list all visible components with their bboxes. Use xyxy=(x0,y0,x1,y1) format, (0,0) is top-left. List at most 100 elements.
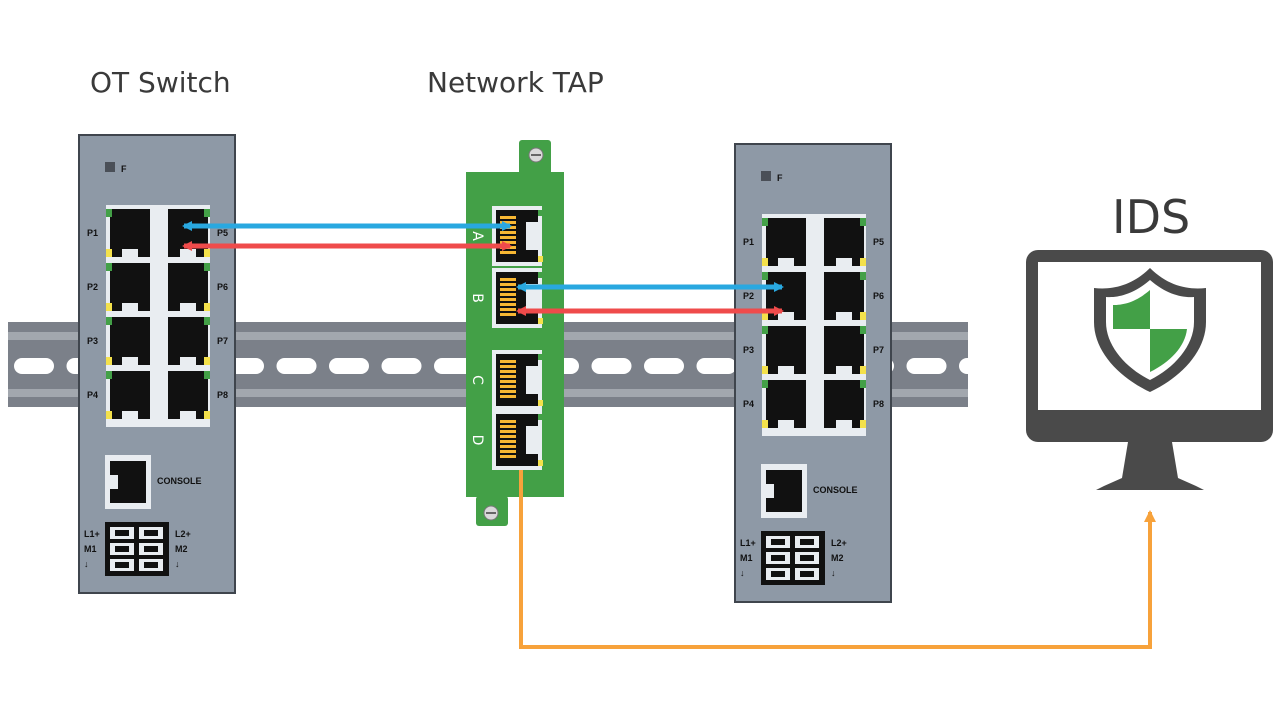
console-port[interactable] xyxy=(761,464,807,518)
switch-port[interactable] xyxy=(824,380,866,428)
port-label: P4 xyxy=(87,390,98,400)
tap-port-label: A xyxy=(469,231,485,241)
link-led xyxy=(860,380,866,388)
port-label: P5 xyxy=(873,237,884,247)
switch-port[interactable] xyxy=(762,218,806,266)
tap-port-c[interactable] xyxy=(492,350,543,410)
tap-port-d[interactable] xyxy=(492,410,543,470)
switch-port[interactable] xyxy=(824,326,866,374)
power-terminal xyxy=(761,531,825,585)
port-label: P3 xyxy=(743,345,754,355)
power-label: L1+ xyxy=(84,529,100,539)
power-label: L2+ xyxy=(175,529,191,539)
rail-slot xyxy=(381,358,422,374)
switch-port[interactable] xyxy=(106,263,150,311)
activity-led xyxy=(106,411,112,419)
power-terminal xyxy=(105,522,169,576)
switch-port[interactable] xyxy=(824,218,866,266)
link-led xyxy=(204,371,210,379)
console-port[interactable] xyxy=(105,455,151,509)
activity-led xyxy=(762,366,768,374)
activity-led xyxy=(762,312,768,320)
link-led xyxy=(204,263,210,271)
activity-led xyxy=(204,303,210,311)
switch-port[interactable] xyxy=(168,317,210,365)
port-label: P4 xyxy=(743,399,754,409)
network-tap: A B C D xyxy=(466,140,564,526)
console-label: CONSOLE xyxy=(157,476,202,486)
shield-icon xyxy=(1094,268,1206,392)
switch-port[interactable] xyxy=(168,263,210,311)
port-label: P2 xyxy=(743,291,754,301)
power-label: ↓ xyxy=(175,559,180,569)
ot-switch-title: OT Switch xyxy=(90,66,231,99)
rail-slot xyxy=(696,358,737,374)
tap-port-label: B xyxy=(469,293,485,303)
switch-port[interactable] xyxy=(762,326,806,374)
switch-port[interactable] xyxy=(106,209,150,257)
link-led xyxy=(106,371,112,379)
fault-label: F xyxy=(121,164,127,174)
rail-slot xyxy=(434,358,474,374)
tap-port-label: D xyxy=(469,435,485,446)
mirror-link-to-ids xyxy=(519,470,1156,649)
switch-port[interactable] xyxy=(762,380,806,428)
rail-slot xyxy=(644,358,684,374)
port-label: P8 xyxy=(217,390,228,400)
link-led xyxy=(860,218,866,226)
rail-slot xyxy=(14,358,54,374)
link-led xyxy=(860,326,866,334)
link-led xyxy=(106,209,112,217)
fault-led xyxy=(761,171,771,181)
power-label: L2+ xyxy=(831,538,847,548)
link-led xyxy=(204,317,210,325)
link-led xyxy=(762,326,768,334)
link-led xyxy=(762,272,768,280)
switch-port[interactable] xyxy=(106,371,150,419)
port-label: P1 xyxy=(87,228,98,238)
activity-led xyxy=(106,249,112,257)
tap-port-b[interactable] xyxy=(492,268,543,328)
port-label: P6 xyxy=(873,291,884,301)
power-label: ↓ xyxy=(84,559,89,569)
switch-port[interactable] xyxy=(824,272,866,320)
port-label: P1 xyxy=(743,237,754,247)
switch-port[interactable] xyxy=(168,371,210,419)
link-led xyxy=(204,209,210,217)
port-label: P7 xyxy=(217,336,228,346)
power-label: M2 xyxy=(831,553,844,563)
activity-led xyxy=(204,357,210,365)
switch-port[interactable] xyxy=(168,209,210,257)
power-label: ↓ xyxy=(831,568,836,578)
port-label: P2 xyxy=(87,282,98,292)
port-label: P8 xyxy=(873,399,884,409)
activity-led xyxy=(860,366,866,374)
activity-led xyxy=(106,357,112,365)
activity-led xyxy=(762,258,768,266)
rail-slot xyxy=(276,358,317,374)
port-label: P5 xyxy=(217,228,228,238)
network-tap-title: Network TAP xyxy=(427,66,604,99)
link-led xyxy=(762,380,768,388)
fault-label: F xyxy=(777,173,783,183)
link-led xyxy=(762,218,768,226)
port-label: P7 xyxy=(873,345,884,355)
rail-slot xyxy=(906,358,947,374)
console-label: CONSOLE xyxy=(813,485,858,495)
activity-led xyxy=(860,312,866,320)
tap-port-label: C xyxy=(469,375,485,385)
link-led xyxy=(106,263,112,271)
rail-slot xyxy=(959,358,999,374)
switch-port[interactable] xyxy=(106,317,150,365)
power-label: ↓ xyxy=(740,568,745,578)
activity-led xyxy=(204,249,210,257)
tap-port-a[interactable] xyxy=(492,206,543,266)
link-led xyxy=(860,272,866,280)
activity-led xyxy=(860,420,866,428)
monitor-icon xyxy=(1026,250,1273,490)
rail-slot xyxy=(591,358,632,374)
activity-led xyxy=(106,303,112,311)
